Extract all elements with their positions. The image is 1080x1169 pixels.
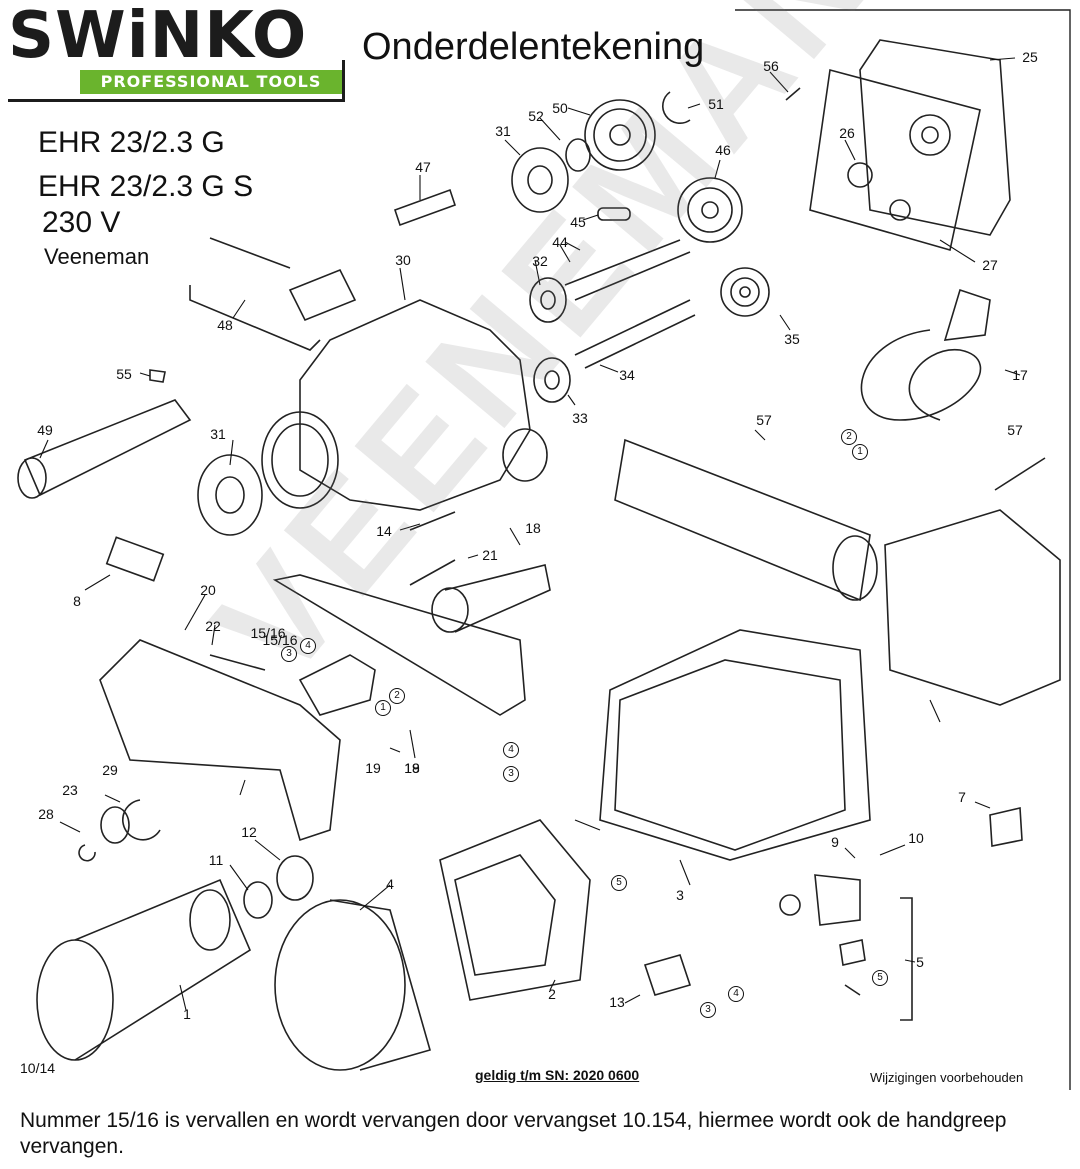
part-callout: 56 xyxy=(763,58,779,74)
page-title: Onderdelentekening xyxy=(362,26,705,68)
part-callout: 12 xyxy=(241,824,257,840)
part-callout: 20 xyxy=(200,582,216,598)
sheet-date: 10/14 xyxy=(20,1060,56,1076)
part-callout: 9 xyxy=(831,834,839,850)
part-callout: 23 xyxy=(62,782,78,798)
part-callout: 35 xyxy=(784,331,800,347)
part-callout: 51 xyxy=(708,96,724,112)
part-callout: 10 xyxy=(908,830,924,846)
part-callout: 50 xyxy=(552,100,568,116)
brand-logo: SWiNKO xyxy=(8,0,308,73)
part-callout: 45 xyxy=(570,214,586,230)
part-callout: 2 xyxy=(548,986,556,1002)
part-callout: 28 xyxy=(38,806,54,822)
wire-marker: 5 xyxy=(872,970,888,986)
part-callout: 5 xyxy=(916,954,924,970)
part-callout: 48 xyxy=(217,317,233,333)
logo-frame xyxy=(342,60,345,102)
part-callout: 22 xyxy=(205,618,221,634)
part-callout: 57 xyxy=(1007,422,1023,438)
part-callout: 47 xyxy=(415,159,431,175)
part-callout: 27 xyxy=(982,257,998,273)
part-callout: 52 xyxy=(528,108,544,124)
part-callout: 14 xyxy=(376,523,392,539)
part-callout: 3 xyxy=(676,887,684,903)
model-number: EHR 23/2.3 G xyxy=(38,126,225,159)
wire-marker: 3 xyxy=(700,1002,716,1018)
part-callout: 26 xyxy=(839,125,855,141)
part-callout: 57 xyxy=(756,412,772,428)
part-callout: 34 xyxy=(619,367,635,383)
wire-marker: 4 xyxy=(503,742,519,758)
part-callout: 31 xyxy=(210,426,226,442)
part-callout: 1 xyxy=(183,1006,191,1022)
part-callout: 21 xyxy=(482,547,498,563)
logo-frame xyxy=(8,99,345,102)
part-callout: 15/16 xyxy=(250,625,286,641)
disclaimer: Wijzigingen voorbehouden xyxy=(870,1070,1024,1085)
part-callout: 18 xyxy=(525,520,541,536)
part-callout: 55 xyxy=(116,366,132,382)
wire-marker: 4 xyxy=(300,638,316,654)
part-callout: 17 xyxy=(1012,367,1028,383)
model-number: EHR 23/2.3 G S xyxy=(38,170,254,203)
footnote: Nummer 15/16 is vervallen en wordt verva… xyxy=(20,1109,1007,1158)
part-callout: 30 xyxy=(395,252,411,268)
part-callout: 31 xyxy=(495,123,511,139)
part-callout: 19 xyxy=(365,760,381,776)
part-callout: 32 xyxy=(532,253,548,269)
part-callout: 33 xyxy=(572,410,588,426)
part-callout: 4 xyxy=(386,876,394,892)
part-callout: 46 xyxy=(715,142,731,158)
part-callout: 11 xyxy=(208,852,224,868)
part-callout: 13 xyxy=(609,994,625,1010)
wire-marker: 3 xyxy=(503,766,519,782)
part-callout: 18 xyxy=(404,760,420,776)
brand-tagline: PROFESSIONAL TOOLS xyxy=(80,70,342,94)
part-callout: 8 xyxy=(73,593,81,609)
supplier-label: Veeneman xyxy=(44,244,150,269)
wire-marker: 2 xyxy=(389,688,405,704)
wire-marker: 4 xyxy=(728,986,744,1002)
part-callout: 25 xyxy=(1022,49,1038,65)
voltage-label: 230 V xyxy=(42,206,121,239)
part-callout: 15/16 xyxy=(262,632,298,648)
wire-marker: 5 xyxy=(611,875,627,891)
serial-validity: geldig t/m SN: 2020 0600 xyxy=(475,1067,640,1083)
part-callout: 49 xyxy=(37,422,53,438)
wire-marker: 1 xyxy=(852,444,868,460)
wire-marker: 1 xyxy=(375,700,391,716)
part-callout: 7 xyxy=(958,789,966,805)
part-callout: 19 xyxy=(404,760,420,776)
part-callout: 29 xyxy=(102,762,118,778)
wire-marker: 2 xyxy=(841,429,857,445)
wire-marker: 3 xyxy=(281,646,297,662)
part-callout: 44 xyxy=(552,234,568,250)
